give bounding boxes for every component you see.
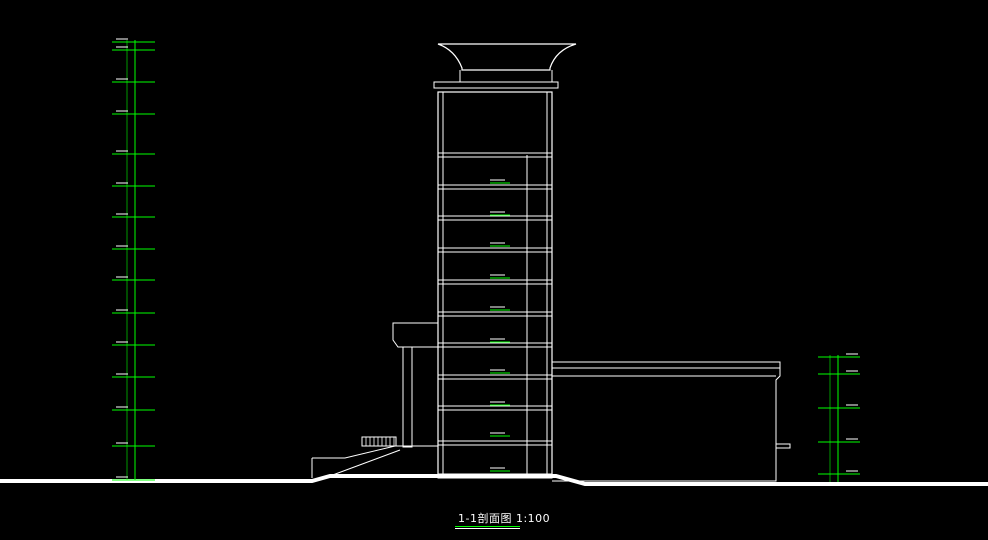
- stair-flight-top: [312, 445, 438, 459]
- low-block-ledge: [775, 443, 791, 449]
- stair-railing: [361, 436, 397, 447]
- floor-slab: [437, 440, 553, 446]
- floor-slab: [437, 247, 553, 253]
- floor-slab: [437, 279, 553, 285]
- caption-underline: [455, 526, 520, 527]
- floor-slab: [437, 311, 553, 317]
- drawing-caption: 1-1剖面图 1:100: [458, 512, 551, 525]
- tower-cornice: [433, 81, 559, 89]
- tower-section: [392, 43, 577, 479]
- floor-slab: [437, 152, 553, 158]
- left-elevation-dimensions: [112, 38, 155, 481]
- floor-slab: [437, 473, 553, 479]
- stair-flight: [311, 449, 401, 478]
- caption-underline-thin: [455, 528, 520, 529]
- entrance-column: [402, 346, 413, 448]
- floor-slab: [437, 342, 553, 348]
- floor-slab: [437, 374, 553, 380]
- entrance-canopy: [392, 322, 439, 348]
- low-block-outline: [552, 361, 781, 482]
- tower-crown: [437, 43, 577, 71]
- floor-slab: [437, 184, 553, 190]
- floor-slab: [437, 215, 553, 221]
- floor-slab: [437, 405, 553, 411]
- right-elevation-dimensions: [818, 353, 860, 482]
- entrance-stair: [311, 436, 438, 478]
- low-block-section: [552, 361, 791, 482]
